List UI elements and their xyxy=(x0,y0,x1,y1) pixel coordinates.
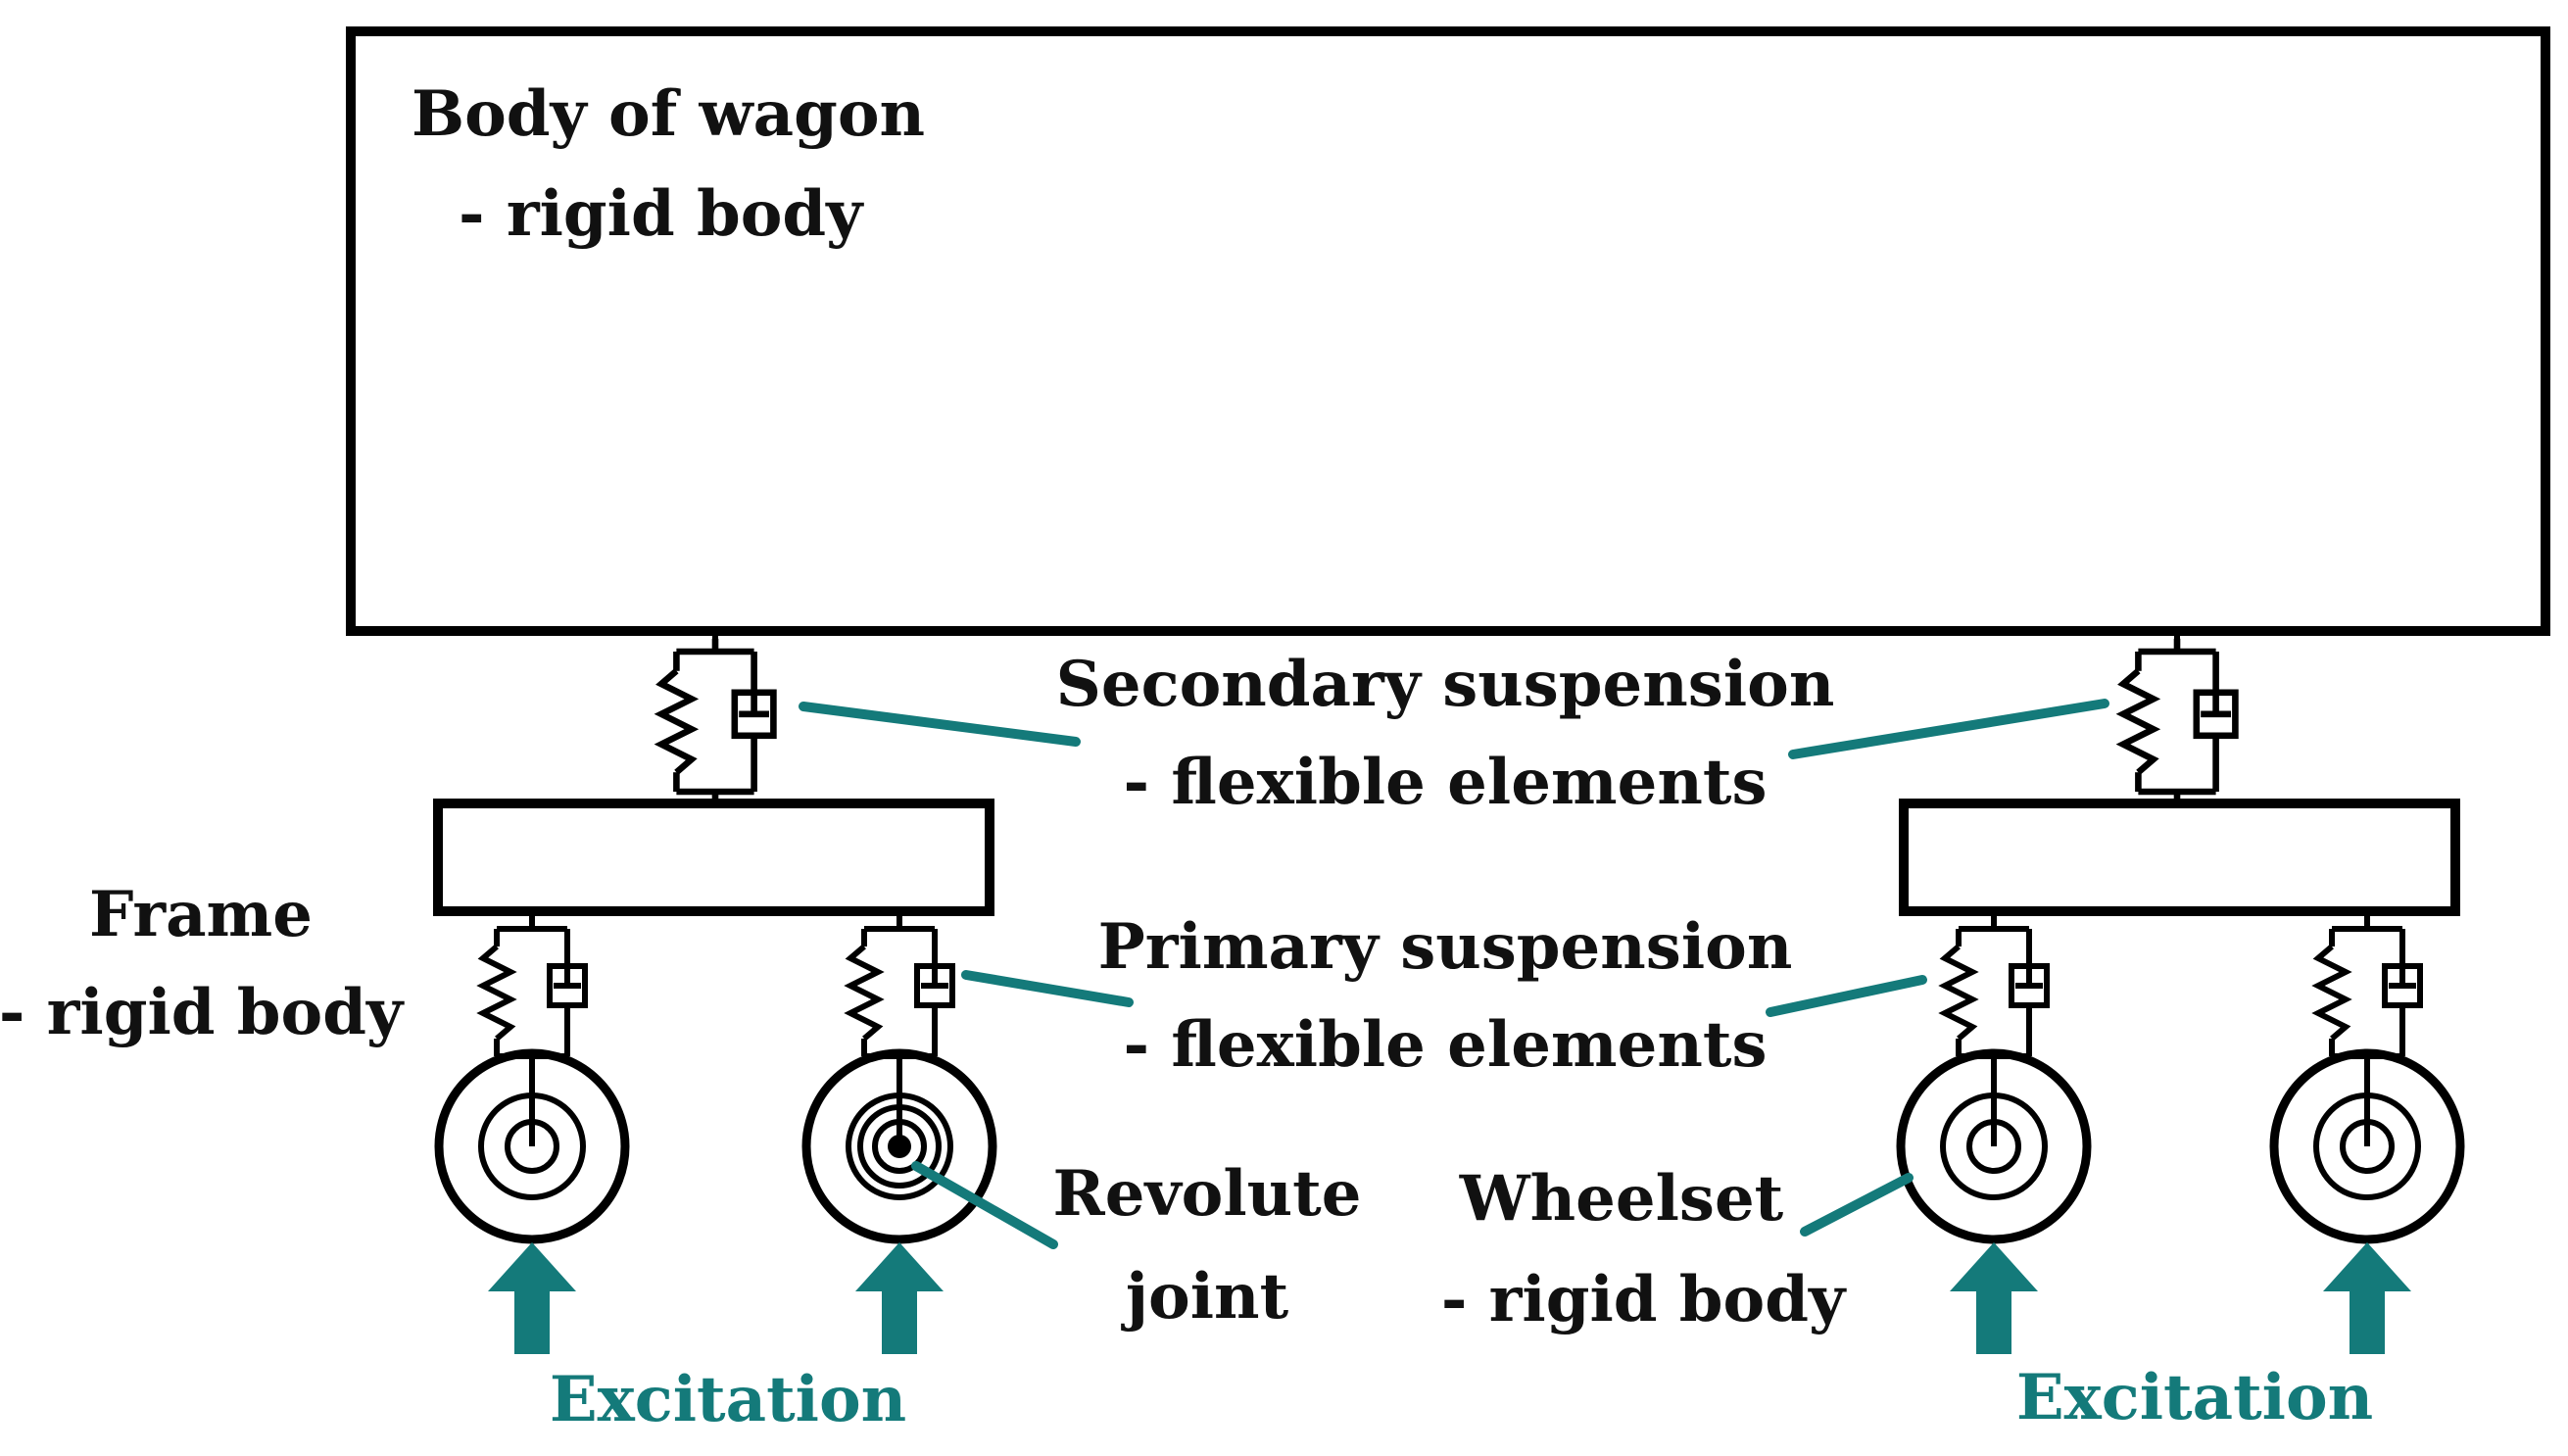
primary-arrow-left xyxy=(961,970,1134,1007)
frame-right-box xyxy=(1899,799,2460,916)
frame-left-box xyxy=(433,799,994,916)
body-label-line2: - rigid body xyxy=(459,177,864,251)
frame-label-line2: - rigid body xyxy=(0,976,405,1049)
primary-suspension-4 xyxy=(2318,917,2420,1068)
primary-suspension-1 xyxy=(483,917,585,1068)
wheelset-label-line2: - rigid body xyxy=(1441,1263,1847,1336)
wheelset-label-line1: Wheelset xyxy=(1459,1162,1784,1236)
excitation-arrow-4 xyxy=(2323,1242,2411,1354)
primary-label-line1: Primary suspension xyxy=(1098,910,1793,984)
primary-label-line2: - flexible elements xyxy=(1124,1008,1768,1082)
wheelset-3 xyxy=(1901,1053,2087,1239)
revolute-arrow xyxy=(911,1161,1058,1249)
secondary-suspension-right xyxy=(2123,639,2235,804)
secondary-label-line2: - flexible elements xyxy=(1124,746,1768,819)
primary-suspension-2 xyxy=(850,917,952,1068)
revolute-label-line2: joint xyxy=(1121,1260,1289,1334)
wheelset-1 xyxy=(439,1053,625,1239)
wheelset-arrow xyxy=(1800,1173,1914,1237)
wheelset-2 xyxy=(806,1053,993,1239)
revolute-label-line1: Revolute xyxy=(1053,1157,1362,1231)
excitation-label-right: Excitation xyxy=(2016,1361,2373,1434)
excitation-arrow-1 xyxy=(488,1242,576,1354)
wagon-body-box xyxy=(346,26,2550,636)
excitation-label-left: Excitation xyxy=(550,1363,906,1436)
primary-arrow-right xyxy=(1766,975,1927,1017)
excitation-arrow-3 xyxy=(1950,1242,2038,1354)
frame-label-line1: Frame xyxy=(89,878,313,951)
wheelset-4 xyxy=(2274,1053,2460,1239)
primary-suspension-3 xyxy=(1945,917,2047,1068)
secondary-label-line1: Secondary suspension xyxy=(1056,648,1835,721)
secondary-arrow-right xyxy=(1788,699,2109,759)
excitation-arrow-2 xyxy=(855,1242,944,1354)
secondary-suspension-left xyxy=(661,639,773,804)
body-label-line1: Body of wagon xyxy=(412,77,925,151)
secondary-arrow-left xyxy=(799,702,1081,747)
